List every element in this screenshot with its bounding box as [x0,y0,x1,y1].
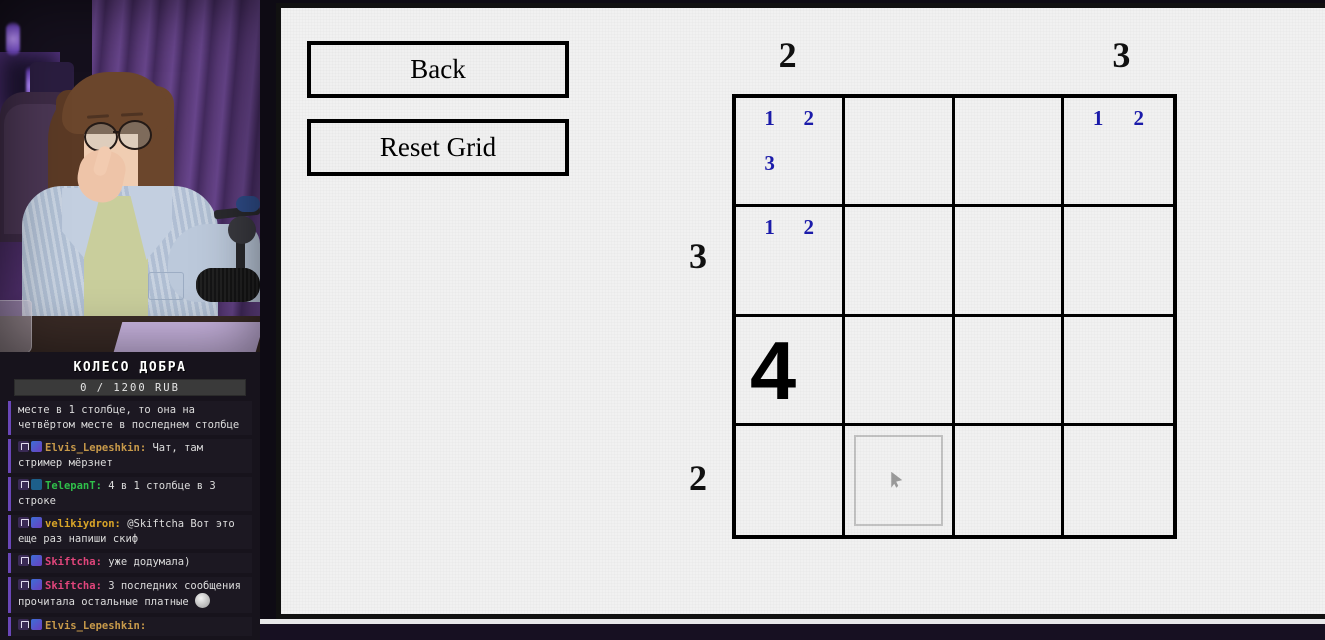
twitch-icon [18,441,29,452]
chat-message: Elvis_Lepeshkin: Чат, там стример мёрзне… [8,439,252,473]
taskbar [260,624,1325,640]
grid-cell-r1c3[interactable] [954,98,1064,208]
candidate-digit [789,151,828,196]
chat-username[interactable]: Skiftcha: [45,556,109,568]
candidate-digit [750,260,789,305]
twitch-icon [18,618,29,630]
webcam-vignette [0,0,260,352]
twitch-icon [18,555,29,566]
glasses-bridge [113,131,120,133]
candidate-digit: 2 [803,215,814,240]
stream-sidebar: КОЛЕСО ДОБРА 0 / 1200 RUB месте в 1 стол… [0,0,260,640]
chat-overlay: КОЛЕСО ДОБРА 0 / 1200 RUB месте в 1 стол… [0,352,260,640]
cell-value: 4 [750,323,797,417]
grid-cell-r3c1[interactable]: 4 [736,316,846,426]
neon-lamp-icon [6,22,20,56]
chat-badge-icon [31,578,42,590]
grid-cell-r3c2[interactable] [845,316,955,426]
jacket-pocket [148,272,184,300]
grid-cell-r4c4[interactable] [1064,426,1173,535]
chat-emote-icon [195,593,211,608]
person-hair-top [62,72,170,134]
chat-username[interactable]: Elvis_Lepeshkin: [45,442,153,454]
candidate-digit [1118,151,1159,196]
chat-message-text: Skiftcha: 3 последних сообщения прочитал… [18,578,241,608]
chat-message-text: Elvis_Lepeshkin: Чат, там стример мёрзне… [18,441,204,469]
chat-badge-icon [31,517,42,528]
candidate-digit [789,260,828,305]
candidate-digit: 1 [1092,106,1104,130]
chat-username[interactable]: TelepanT: [45,480,109,492]
donation-goal-amount: 0 / 1200 RUB [80,381,180,394]
candidate-digit: 2 [803,106,814,130]
chat-message: Skiftcha: уже додумала) [8,553,252,573]
chat-message: TelepanT: 4 в 1 столбце в 3 строке [8,477,252,511]
grid-cell-r2c4[interactable] [1063,207,1173,317]
chat-message: velikiydron: @Skiftcha Вот это еще раз н… [8,515,252,549]
chat-username[interactable]: Skiftcha: [45,579,109,592]
left-clue-row-2: 3 [689,235,707,276]
twitch-icon [18,517,29,528]
chat-badge-icon [31,555,42,566]
donation-goal-title: КОЛЕСО ДОБРА [73,360,187,375]
chat-message-text: Elvis_Lepeshkin: [18,618,247,634]
chat-message-text: velikiydron: @Skiftcha Вот это еще раз н… [18,517,235,545]
grid-cell-r1c1[interactable]: 1 2 3 [736,98,846,208]
chat-message-text: месте в 1 столбце, то она на четвёртом м… [18,404,240,431]
cell-hover-highlight [854,434,943,526]
mic-mount-knob [228,216,256,244]
chat-message: Skiftcha: 3 последних сообщения прочитал… [8,576,252,613]
top-clue-col-1: 2 [778,35,797,75]
grid-cell-r4c3[interactable] [955,425,1064,535]
grid-cell-r3c3[interactable] [954,316,1064,426]
grid-cell-r1c2[interactable] [845,98,955,208]
chat-message-text: Skiftcha: уже додумала) [18,555,247,570]
twitch-icon [18,578,29,590]
candidate-digit: 2 [1133,106,1144,130]
twitch-icon [18,479,29,490]
glasses-lens-right [118,120,152,150]
candidate-digit: 1 [764,215,775,240]
candidate-marks: 1 2 3 [736,98,842,204]
mic-boom-arm-lower [236,232,245,296]
back-button[interactable]: Back [307,41,569,98]
candidate-digit [1078,151,1119,196]
chat-username[interactable]: Elvis_Lepeshkin: [45,619,147,632]
chat-badge-icon [31,618,42,630]
grid-cell-r3c4[interactable] [1063,317,1173,426]
mouse-cursor [891,471,903,488]
chat-message-list: месте в 1 столбце, то она на четвёртом м… [0,401,260,636]
chat-username[interactable]: velikiydron: [45,518,128,530]
mic-clamp [236,196,260,212]
chat-badge-icon [31,441,42,452]
chat-message: Elvis_Lepeshkin: [8,616,252,636]
grid-cell-r4c1[interactable] [736,425,846,535]
drinking-glass [0,300,32,352]
microphone-grill [196,268,260,302]
left-clue-row-4: 2 [689,458,707,499]
taskbar-highlight [260,619,1325,624]
chat-message: месте в 1 столбце, то она на четвёртом м… [8,401,252,435]
grid-cell-r2c2[interactable] [845,207,955,317]
webcam-feed [0,0,260,352]
reset-grid-button[interactable]: Reset Grid [307,119,569,176]
grid-cell-r4c2[interactable] [845,425,955,535]
chat-message-text: TelepanT: 4 в 1 столбце в 3 строке [18,479,216,507]
grid-cell-r2c3[interactable] [954,207,1064,317]
candidate-digit: 1 [764,106,775,130]
chat-badge-icon [31,479,42,490]
top-clue-col-4: 3 [1112,35,1131,75]
donation-goal-bar: 0 / 1200 RUB [14,379,246,396]
candidate-digit: 3 [764,151,775,176]
